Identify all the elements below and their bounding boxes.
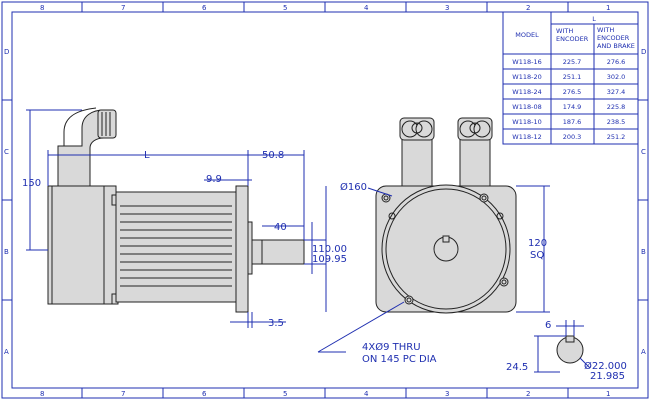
dim-120: 120 bbox=[528, 238, 547, 249]
top-col-2: 2 bbox=[526, 4, 530, 12]
shaft-end-detail: 6 24.5 Ø22.000 21.985 bbox=[506, 320, 627, 382]
note-pc-dia: ON 145 PC DIA bbox=[362, 354, 437, 365]
table-col-model: MODEL bbox=[515, 31, 539, 39]
dim-150: 150 bbox=[22, 178, 41, 189]
side-view-dimensions: 150 L 50.8 9.9 40 110.00 109.95 3.5 bbox=[22, 109, 347, 329]
table-enc: 225.7 bbox=[563, 58, 582, 66]
row-label-d-right: D bbox=[641, 48, 646, 56]
row-label-a-left: A bbox=[4, 348, 9, 356]
dim-3-5: 3.5 bbox=[268, 318, 284, 329]
table-col-brake-line1: WITH bbox=[597, 26, 614, 34]
bottom-col-4: 4 bbox=[364, 390, 369, 398]
table-brake: 238.5 bbox=[607, 118, 626, 126]
top-col-5: 5 bbox=[283, 4, 287, 12]
dim-6: 6 bbox=[545, 320, 551, 331]
table-model: W118-12 bbox=[512, 133, 541, 141]
table-model: W118-24 bbox=[512, 88, 541, 96]
dim-shaft-dia-lower: 21.985 bbox=[590, 371, 625, 382]
top-col-4: 4 bbox=[364, 4, 369, 12]
table-model: W118-10 bbox=[512, 118, 541, 126]
row-label-c-right: C bbox=[641, 148, 646, 156]
table-model: W118-08 bbox=[512, 103, 541, 111]
top-col-8: 8 bbox=[40, 4, 44, 12]
dim-40: 40 bbox=[274, 222, 287, 233]
row-label-b-right: B bbox=[641, 248, 646, 256]
dim-dia-160: Ø160 bbox=[340, 181, 367, 193]
motor-side-view bbox=[47, 107, 305, 313]
bottom-col-1: 1 bbox=[606, 390, 610, 398]
dim-50-8: 50.8 bbox=[262, 150, 284, 161]
table-header-l: L bbox=[592, 15, 596, 23]
table-col-brake-line2: ENCODER bbox=[597, 34, 630, 42]
bottom-col-5: 5 bbox=[283, 390, 287, 398]
top-col-3: 3 bbox=[445, 4, 449, 12]
table-enc: 251.1 bbox=[563, 73, 582, 81]
table-brake: 225.8 bbox=[607, 103, 626, 111]
table-enc: 276.5 bbox=[563, 88, 582, 96]
dim-l: L bbox=[144, 150, 150, 161]
table-col-brake-line3: AND BRAKE bbox=[597, 42, 635, 50]
table-brake: 276.6 bbox=[607, 58, 626, 66]
bottom-col-2: 2 bbox=[526, 390, 530, 398]
table-model: W118-20 bbox=[512, 73, 541, 81]
table-brake: 251.2 bbox=[607, 133, 626, 141]
top-col-1: 1 bbox=[606, 4, 610, 12]
motor-front-view bbox=[375, 117, 517, 314]
table-enc: 187.6 bbox=[563, 118, 582, 126]
front-view-dimensions: Ø160 120 SQ 4XØ9 THRU ON 145 PC DIA bbox=[317, 181, 550, 365]
dim-24-5: 24.5 bbox=[506, 362, 528, 373]
table-col-enc-line1: WITH bbox=[556, 27, 573, 35]
top-col-7: 7 bbox=[121, 4, 125, 12]
row-label-a-right: A bbox=[641, 348, 646, 356]
dim-shaft-upper: 110.00 bbox=[312, 244, 347, 255]
top-col-6: 6 bbox=[202, 4, 207, 12]
bottom-col-6: 6 bbox=[202, 390, 207, 398]
model-table: L MODEL WITH ENCODER WITH ENCODER AND BR… bbox=[502, 11, 639, 145]
row-label-c-left: C bbox=[4, 148, 9, 156]
bottom-col-3: 3 bbox=[445, 390, 449, 398]
dim-sq: SQ bbox=[530, 250, 544, 261]
dim-shaft-dia-upper: Ø22.000 bbox=[584, 360, 627, 372]
dim-9-9: 9.9 bbox=[206, 174, 222, 185]
table-brake: 302.0 bbox=[607, 73, 626, 81]
bottom-col-7: 7 bbox=[121, 390, 125, 398]
row-label-d-left: D bbox=[4, 48, 9, 56]
dim-shaft-lower: 109.95 bbox=[312, 254, 347, 265]
note-holes: 4XØ9 THRU bbox=[362, 341, 421, 353]
table-brake: 327.4 bbox=[607, 88, 626, 96]
table-col-enc-line2: ENCODER bbox=[556, 35, 589, 43]
table-enc: 200.3 bbox=[563, 133, 582, 141]
row-label-b-left: B bbox=[4, 248, 9, 256]
table-model: W118-16 bbox=[512, 58, 541, 66]
bottom-col-8: 8 bbox=[40, 390, 44, 398]
table-enc: 174.9 bbox=[563, 103, 582, 111]
